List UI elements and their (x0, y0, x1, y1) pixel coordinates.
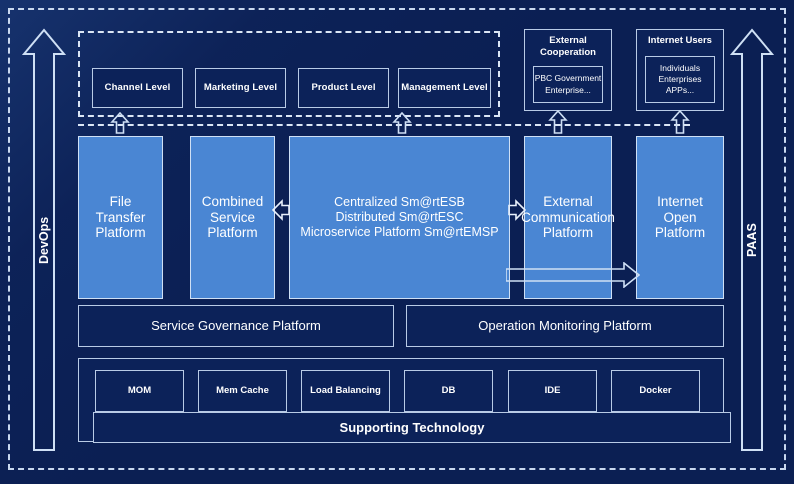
tech-item-mem-cache-label: Mem Cache (216, 385, 269, 397)
app-level-channel-label: Channel Level (104, 82, 171, 94)
devops-arrow-label: DevOps (37, 216, 51, 264)
external-cooperation-detail: PBC Government Enterprise... (533, 66, 603, 103)
internet-users-box[interactable]: Internet Users Individuals Enterprises A… (636, 29, 724, 111)
uplink-arrow-external-cooperation (548, 110, 568, 134)
governance-operation-monitoring[interactable]: Operation Monitoring Platform (406, 305, 724, 347)
tech-item-mom[interactable]: MOM (95, 370, 184, 412)
uplink-arrow-management (392, 112, 412, 134)
app-level-management-label: Management Level (401, 82, 488, 94)
platform-external-communication-label: External Communication Platform (521, 193, 615, 241)
app-level-marketing[interactable]: Marketing Level (195, 68, 286, 108)
app-level-marketing-label: Marketing Level (203, 82, 278, 94)
platform-combined-service[interactable]: Combined Service Platform (190, 136, 275, 299)
tech-item-mem-cache[interactable]: Mem Cache (198, 370, 287, 412)
governance-service-platform[interactable]: Service Governance Platform (78, 305, 394, 347)
tech-item-load-balancing[interactable]: Load Balancing (301, 370, 390, 412)
layer-separator-dashed-line (78, 124, 690, 126)
paas-arrow: PAAS (730, 28, 774, 452)
internet-users-title: Internet Users (648, 35, 712, 46)
uplink-arrow-internet-users (670, 110, 690, 134)
supporting-technology-banner-label: Supporting Technology (339, 419, 485, 435)
platform-central-esb-line-3: Microservice Platform Sm@rtEMSP (300, 224, 499, 239)
platform-internet-open-label: Internet Open Platform (654, 193, 706, 241)
external-cooperation-box[interactable]: External Cooperation PBC Government Ente… (524, 29, 612, 111)
tech-item-db-label: DB (441, 385, 456, 397)
internet-users-detail: Individuals Enterprises APPs... (645, 56, 715, 103)
platform-file-transfer-label: File Transfer Platform (95, 193, 146, 241)
tech-item-mom-label: MOM (127, 385, 152, 397)
tech-item-ide[interactable]: IDE (508, 370, 597, 412)
connector-combined-to-center-icon (272, 198, 290, 222)
tech-item-docker-label: Docker (639, 385, 672, 397)
internet-users-detail-label: Individuals Enterprises APPs... (658, 62, 702, 96)
tech-item-ide-label: IDE (544, 385, 561, 397)
outer-dashed-frame (8, 8, 786, 470)
governance-service-platform-label: Service Governance Platform (151, 318, 321, 334)
uplink-arrow-channel (110, 112, 130, 134)
platform-central-esb-line-2: Distributed Sm@rtESC (335, 210, 464, 225)
platform-central-esb[interactable]: Centralized Sm@rtESB Distributed Sm@rtES… (289, 136, 510, 299)
tech-item-load-balancing-label: Load Balancing (310, 385, 381, 397)
connector-center-to-internet-open-icon (506, 262, 640, 288)
app-level-product[interactable]: Product Level (298, 68, 389, 108)
governance-operation-monitoring-label: Operation Monitoring Platform (478, 318, 652, 334)
app-level-product-label: Product Level (311, 82, 376, 94)
platform-external-communication[interactable]: External Communication Platform (521, 136, 615, 299)
application-layer-container (78, 31, 500, 117)
tech-item-db[interactable]: DB (404, 370, 493, 412)
platform-file-transfer[interactable]: File Transfer Platform (78, 136, 163, 299)
external-cooperation-title: External Cooperation (540, 35, 596, 58)
tech-item-docker[interactable]: Docker (611, 370, 700, 412)
connector-center-to-external-comm-icon (508, 198, 526, 222)
devops-arrow: DevOps (22, 28, 66, 452)
supporting-technology-banner[interactable]: Supporting Technology (93, 412, 731, 443)
external-cooperation-detail-label: PBC Government Enterprise... (534, 73, 602, 95)
paas-arrow-label: PAAS (745, 223, 759, 257)
platform-central-esb-line-1: Centralized Sm@rtESB (334, 195, 465, 210)
platform-combined-service-label: Combined Service Platform (201, 193, 264, 241)
app-level-management[interactable]: Management Level (398, 68, 491, 108)
app-level-channel[interactable]: Channel Level (92, 68, 183, 108)
platform-internet-open[interactable]: Internet Open Platform (636, 136, 724, 299)
